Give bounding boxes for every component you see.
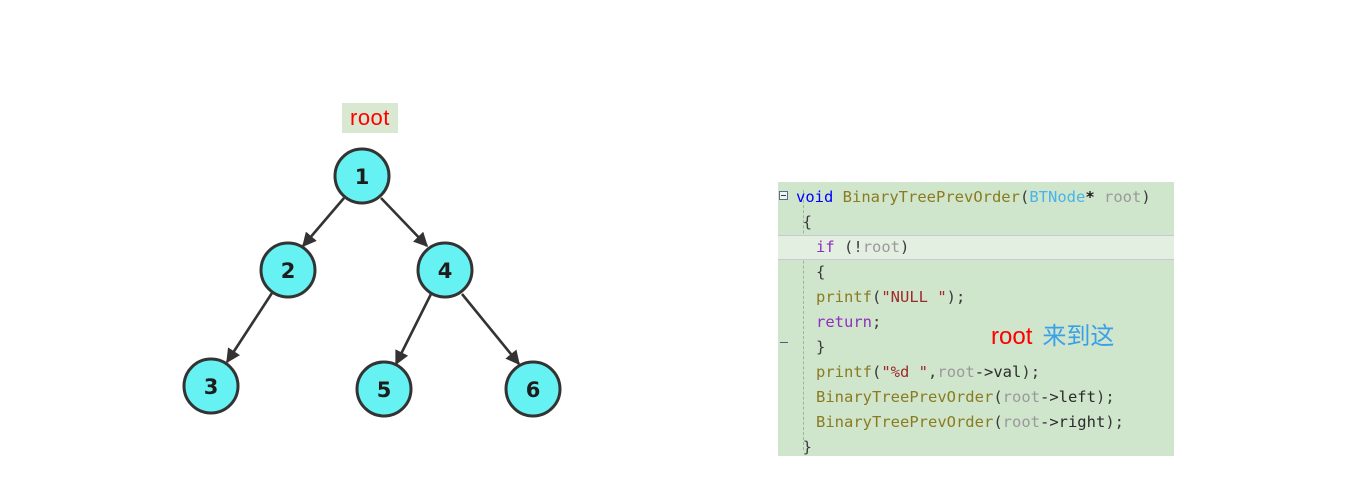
token-member-left: ->left [1039, 388, 1096, 406]
root-pointer-label: root [342, 103, 398, 133]
tree-graphics [182, 147, 562, 418]
token-param-root: root [1104, 188, 1142, 206]
collapse-toggle-block-end[interactable] [780, 342, 788, 343]
token-member-val: ->val [974, 363, 1022, 381]
token-var-root-val: root [937, 363, 975, 381]
tree-node-5[interactable] [355, 360, 413, 418]
token-string-null: "NULL " [881, 288, 947, 306]
tree-nodes [182, 147, 562, 418]
tree-node-3[interactable] [182, 357, 240, 415]
code-line-7[interactable]: printf("%d ",root->val); [816, 363, 1041, 381]
token-recursive-call-left: BinaryTreePrevOrder [816, 388, 994, 406]
token-var-root-if: root [862, 238, 901, 256]
edge-4-to-6 [460, 293, 521, 366]
code-line-4[interactable]: printf("NULL "); [816, 288, 966, 306]
token-var-root-right: root [1002, 413, 1040, 431]
tree-node-4[interactable] [416, 241, 474, 299]
tree-node-6[interactable] [504, 360, 562, 418]
token-keyword-if: if [816, 238, 835, 256]
edge-1-to-2 [302, 197, 345, 248]
code-line-1[interactable]: { [784, 213, 812, 231]
token-var-root-left: root [1002, 388, 1040, 406]
token-string-format: "%d " [881, 363, 929, 381]
code-line-0[interactable]: void BinaryTreePrevOrder(BTNode* root) [796, 188, 1151, 206]
token-keyword-return: return [816, 313, 872, 331]
edge-1-to-4 [380, 197, 428, 248]
token-type-btnode: BTNode [1029, 188, 1086, 206]
tree-edges [225, 197, 521, 366]
code-editor-panel[interactable]: void BinaryTreePrevOrder(BTNode* root) {… [778, 182, 1174, 456]
binary-tree-diagram: root 1 2 4 3 5 6 [182, 103, 562, 418]
code-annotation: root 来到这 [991, 324, 1114, 349]
token-recursive-call-right: BinaryTreePrevOrder [816, 413, 994, 431]
token-function-printf-2: printf [816, 363, 872, 381]
token-function-printf: printf [816, 288, 872, 306]
token-keyword-void: void [796, 188, 834, 206]
indent-guide [803, 190, 804, 450]
token-member-right: ->right [1039, 413, 1106, 431]
annotation-root-text: root [991, 323, 1033, 350]
code-line-5[interactable]: return; [816, 313, 882, 331]
annotation-chinese-text: 来到这 [1042, 322, 1115, 350]
code-lines: void BinaryTreePrevOrder(BTNode* root) {… [778, 185, 1174, 456]
code-line-8[interactable]: BinaryTreePrevOrder(root->left); [816, 388, 1115, 406]
edge-4-to-5 [394, 293, 433, 366]
tree-node-1[interactable] [333, 147, 391, 205]
code-line-6[interactable]: } [816, 338, 826, 356]
code-line-3[interactable]: { [816, 263, 826, 281]
collapse-toggle-function[interactable] [779, 191, 788, 200]
tree-node-2[interactable] [259, 241, 317, 299]
code-line-9[interactable]: BinaryTreePrevOrder(root->right); [816, 413, 1124, 431]
code-line-2[interactable]: if (!root) [778, 235, 1174, 260]
code-line-10[interactable]: } [784, 438, 812, 456]
edge-2-to-3 [225, 292, 274, 364]
token-function-name: BinaryTreePrevOrder [842, 188, 1020, 206]
